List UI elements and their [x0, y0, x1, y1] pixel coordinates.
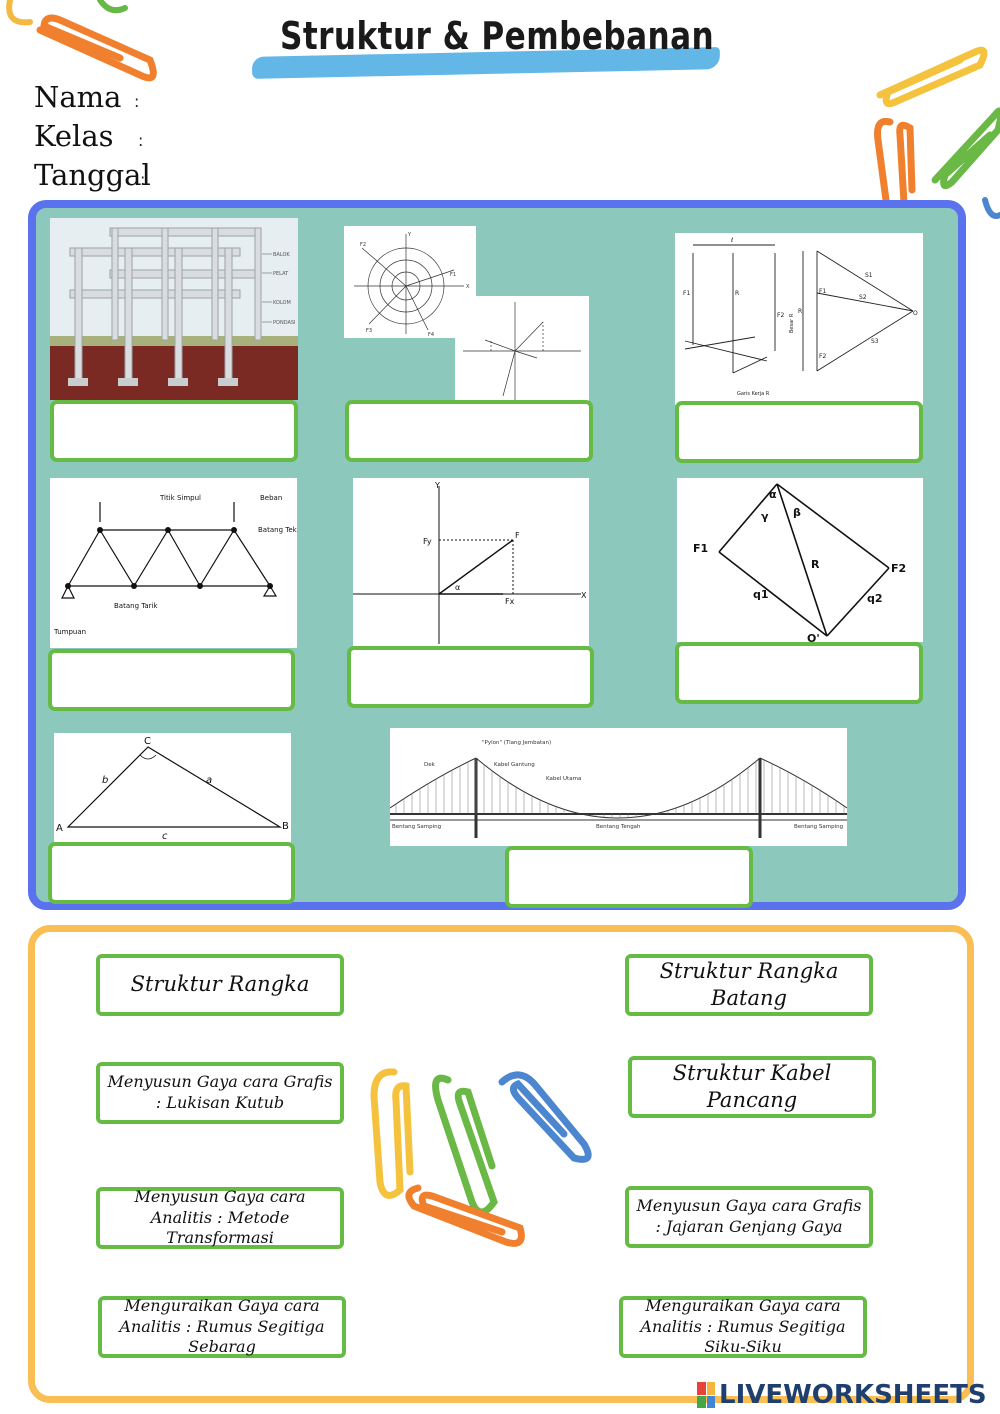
label-pondasi: PONDASI: [273, 320, 296, 326]
label-f2: F2: [777, 312, 784, 319]
image-polar-diagram: F2 F1 F3 F4 X Y: [344, 226, 476, 338]
label-s1: S1: [865, 272, 873, 279]
label-f1-right: F1: [819, 288, 826, 295]
label-f2-right: F2: [819, 353, 826, 360]
answer-card-struktur-rangka[interactable]: Struktur Rangka: [96, 954, 344, 1016]
answer-card-struktur-kabel[interactable]: Struktur Kabel Pancang: [628, 1056, 876, 1118]
label-dek: Dek: [424, 762, 436, 768]
label-tumpuan: Tumpuan: [53, 628, 86, 636]
label-batang-tekan: Batang Tekan: [258, 526, 297, 534]
answer-dropzone-5[interactable]: [347, 646, 594, 708]
field-label: Tanggal: [34, 158, 151, 192]
label-bentang-samping-left: Bentang Samping: [392, 824, 441, 830]
answer-dropzone-2[interactable]: [345, 400, 593, 462]
answer-dropzone-4[interactable]: [48, 649, 295, 711]
label-pylon: "Pylon" (Tiang Jembatan): [482, 740, 551, 746]
image-triangle: C b a A c B: [54, 733, 291, 845]
label-fy: Fy: [423, 537, 432, 546]
label-c: c: [162, 831, 168, 842]
label-f4: F4: [428, 332, 434, 338]
image-truss: Titik Simpul Beban Batang Tekan Batang T…: [50, 478, 297, 648]
label-s3: S3: [871, 338, 879, 345]
label-pelat: PELAT: [273, 271, 289, 277]
label-r: R: [735, 290, 739, 297]
label-batang-tarik: Batang Tarik: [114, 602, 158, 610]
label-s2: S2: [859, 294, 867, 301]
logo-icon: [697, 1382, 715, 1408]
label-f2: F2: [891, 562, 906, 575]
answer-card-segitiga-siku[interactable]: Menguraikan Gaya cara Analitis : Rumus S…: [619, 1296, 867, 1358]
answer-card-metode-transformasi[interactable]: Menyusun Gaya cara Analitis : Metode Tra…: [96, 1187, 344, 1249]
label-f1: F1: [450, 272, 456, 278]
label-gamma: γ: [761, 510, 769, 523]
page-title: Struktur & Pembebanan: [280, 14, 715, 58]
liveworksheets-logo: LIVEWORKSHEETS: [697, 1380, 987, 1410]
paperclip-decoration-center: [370, 1068, 592, 1247]
label-f3: F3: [366, 328, 372, 334]
answer-dropzone-8[interactable]: [505, 846, 753, 908]
label-garis-kerja: Garis Kerja R: [737, 391, 770, 397]
answer-card-struktur-rangka-batang[interactable]: Struktur Rangka Batang: [625, 954, 873, 1016]
field-kelas: Kelas :: [34, 119, 143, 153]
label-titik-simpul: Titik Simpul: [159, 494, 201, 502]
label-f: F: [515, 531, 520, 540]
logo-text: LIVEWORKSHEETS: [719, 1380, 987, 1410]
field-nama: Nama :: [34, 80, 139, 114]
label-fx: Fx: [505, 597, 515, 606]
label-r-right: R: [798, 308, 802, 315]
label-l: ℓ: [730, 237, 733, 244]
label-b-vertex: B: [282, 821, 289, 832]
label-besar-r: Besar R: [789, 313, 795, 333]
label-beban: Beban: [260, 494, 282, 502]
image-force-polygon: ℓ F1 R F2 F2 R F1 Besar R O S1 S2 S3 Gar…: [675, 233, 923, 405]
label-q2: q2: [867, 592, 883, 605]
label-c-vertex: C: [144, 736, 151, 747]
label-q1: q1: [753, 588, 769, 601]
answer-card-lukisan-kutub[interactable]: Menyusun Gaya cara Grafis : Lukisan Kutu…: [96, 1062, 344, 1124]
image-suspension-bridge: "Pylon" (Tiang Jembatan) Dek Kabel Gantu…: [390, 728, 847, 846]
label-kabel-gantung: Kabel Gantung: [494, 762, 535, 768]
paperclip-decoration-topleft: [6, 0, 157, 82]
label-bentang-samping-right: Bentang Samping: [794, 824, 843, 830]
label-y: Y: [434, 481, 440, 490]
label-f1: F1: [683, 290, 690, 297]
label-r: R: [811, 558, 820, 571]
label-f2: F2: [360, 242, 366, 248]
answer-card-segitiga-sebarang[interactable]: Menguraikan Gaya cara Analitis : Rumus S…: [98, 1296, 346, 1358]
field-tanggal: Tanggal :: [34, 158, 151, 192]
label-f1: F1: [693, 542, 708, 555]
answer-dropzone-6[interactable]: [675, 642, 923, 704]
label-balok: BALOK: [273, 252, 290, 258]
label-x: X: [466, 284, 470, 290]
label-bentang-tengah: Bentang Tengah: [596, 824, 641, 830]
field-label: Kelas: [34, 119, 114, 153]
image-axis-diagram: [455, 296, 589, 402]
label-alpha: α: [455, 583, 460, 592]
field-colon: :: [140, 170, 146, 189]
answer-dropzone-7[interactable]: [48, 842, 295, 904]
label-beta: β: [793, 506, 801, 519]
label-alpha: α: [769, 488, 777, 501]
image-force-parallelogram: α γ β F1 R F2 q1 q2 O': [677, 478, 923, 642]
field-colon: :: [138, 131, 144, 150]
label-b: b: [102, 775, 108, 786]
answer-dropzone-3[interactable]: [675, 401, 923, 463]
answer-card-jajaran-genjang[interactable]: Menyusun Gaya cara Grafis : Jajaran Genj…: [625, 1186, 873, 1248]
label-o: O: [913, 310, 918, 317]
label-kabel-utama: Kabel Utama: [546, 776, 581, 782]
label-a: a: [206, 775, 212, 786]
image-building-frame: BALOK PELAT KOLOM PONDASI: [50, 218, 298, 400]
label-a-vertex: A: [56, 823, 63, 834]
label-o-prime: O': [807, 632, 820, 642]
label-x: X: [581, 591, 587, 600]
field-label: Nama: [34, 80, 122, 114]
answer-dropzone-1[interactable]: [50, 400, 298, 462]
label-y: Y: [407, 232, 412, 238]
field-colon: :: [134, 92, 140, 111]
label-kolom: KOLOM: [273, 300, 291, 306]
image-vector-components: Y Fy F α Fx X: [353, 478, 589, 646]
